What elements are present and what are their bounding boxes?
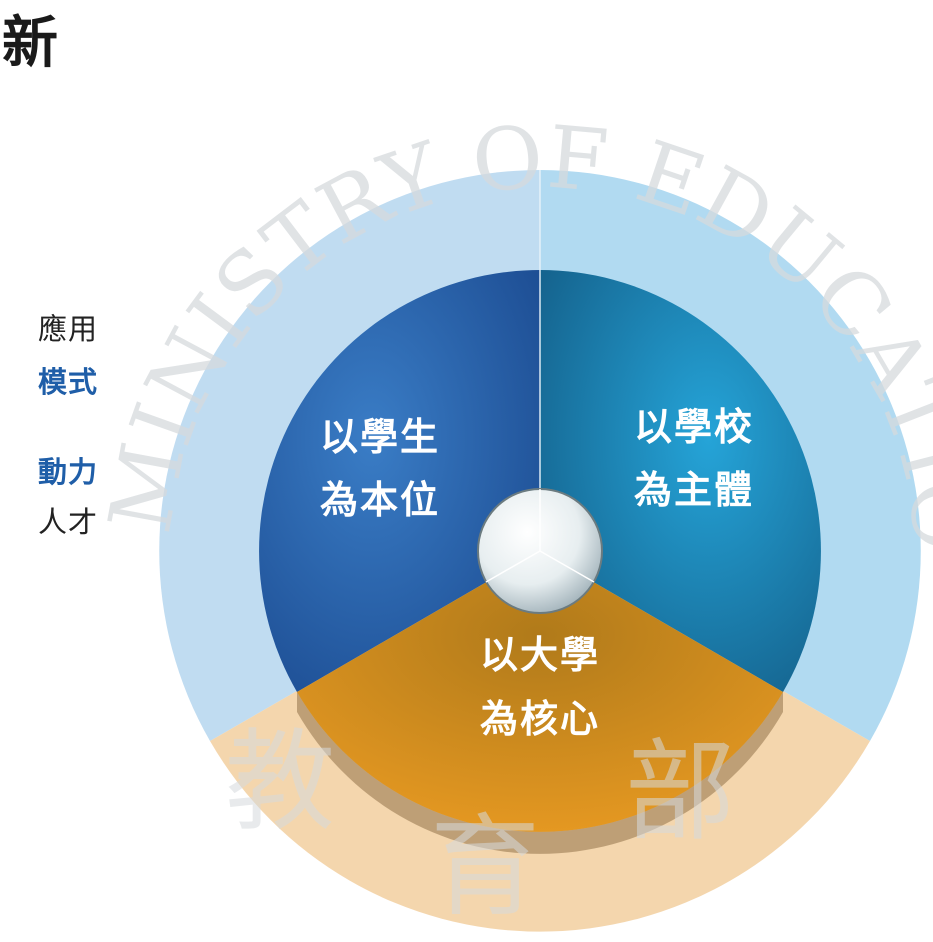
center-divider-left (485, 550, 541, 583)
segment-bottom-shadow (297, 692, 783, 854)
seal-char-1: 教 (225, 718, 335, 846)
segment-student-blue (259, 270, 540, 692)
center-divider-right (539, 550, 595, 583)
segment-student-line1: 以學生 (320, 415, 440, 459)
segment-school-cyan (540, 270, 821, 692)
segment-university-line1: 以大學 (480, 633, 600, 677)
side-line-1: 應用 (37, 312, 98, 346)
segment-school-line2: 為主體 (634, 468, 754, 512)
seal-char-3: 部 (625, 728, 735, 856)
segment-school-line1: 以學校 (634, 405, 754, 449)
segment-student-line2: 為本位 (320, 478, 440, 522)
side-line-2: 模式 (37, 365, 98, 399)
side-line-4: 人才 (37, 505, 98, 539)
side-line-3: 動力 (37, 455, 98, 489)
seal-char-2: 育 (430, 803, 540, 931)
title-fragment: 新 (2, 11, 58, 76)
segment-university-orange (297, 551, 783, 832)
segment-university-line2: 為核心 (480, 697, 600, 741)
